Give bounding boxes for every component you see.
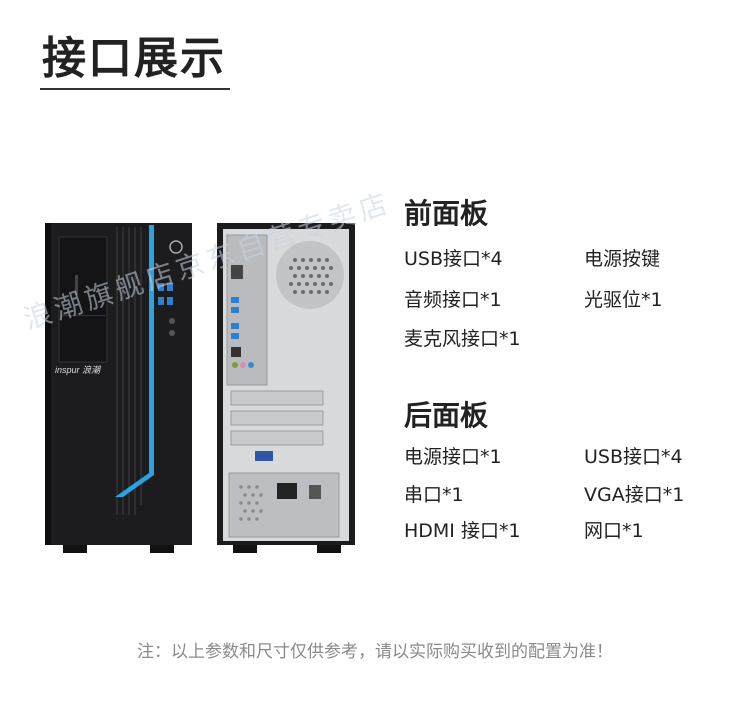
front-panel-heading: 前面板 [404, 197, 489, 230]
brand-label: inspur 浪潮 [55, 365, 102, 375]
rear-spec-item: HDMI 接口*1 [404, 520, 521, 542]
front-spec-item: 麦克风接口*1 [404, 328, 521, 350]
rear-panel-heading: 后面板 [404, 399, 489, 432]
rear-spec-item: VGA接口*1 [584, 484, 685, 506]
front-spec-item: 电源按键 [584, 248, 661, 270]
rear-spec-item: 电源接口*1 [404, 446, 502, 468]
product-photo: inspur 浪潮 [45, 223, 355, 553]
rear-spec-item: 串口*1 [404, 484, 464, 506]
front-case: inspur 浪潮 [45, 223, 192, 553]
front-spec-item: USB接口*4 [404, 248, 503, 270]
disclaimer-note: 注：以上参数和尺寸仅供参考，请以实际购买收到的配置为准！ [137, 642, 613, 662]
front-spec-item: 音频接口*1 [404, 289, 502, 311]
title-underline [40, 88, 230, 90]
rear-case [217, 223, 355, 553]
rear-spec-item: 网口*1 [584, 520, 644, 542]
page-title: 接口展示 [42, 33, 226, 84]
front-spec-item: 光驱位*1 [584, 289, 663, 311]
rear-spec-item: USB接口*4 [584, 446, 683, 468]
